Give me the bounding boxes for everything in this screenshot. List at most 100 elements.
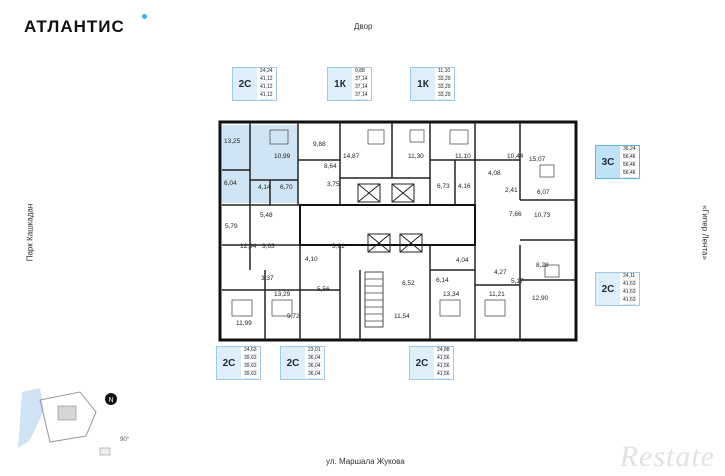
card-value: 41,12 <box>260 84 273 92</box>
card-value: 24,24 <box>260 68 273 76</box>
room-area: 9,72 <box>287 313 300 320</box>
room-area: 3,61 <box>332 243 345 250</box>
card-value: 41,63 <box>623 297 636 305</box>
room-area: 11,99 <box>236 320 252 327</box>
card-value: 41,12 <box>260 76 273 84</box>
apartment-type: 3С <box>596 146 620 178</box>
room-area: 12,94 <box>240 243 257 250</box>
card-value: 36,04 <box>308 363 321 371</box>
room-area: 5,48 <box>260 212 273 219</box>
card-value: 41,63 <box>623 289 636 297</box>
room-area: 15,07 <box>529 156 546 163</box>
room-area: 14,87 <box>343 153 360 160</box>
card-value: 36,04 <box>308 371 321 379</box>
room-area: 6,04 <box>224 180 237 187</box>
outer-walls <box>218 120 578 342</box>
staircase <box>364 271 384 328</box>
card-value: 41,56 <box>437 355 450 363</box>
compass-label: N <box>109 397 114 404</box>
card-value: 39,63 <box>244 363 257 371</box>
room-area: 5,56 <box>317 286 330 293</box>
room-area-labels: 13,25 10,99 6,04 4,14 6,70 9,88 8,64 14,… <box>224 138 551 327</box>
card-value: 24,88 <box>437 347 450 355</box>
scale-label: 90° <box>120 437 130 443</box>
card-value: 39,63 <box>244 355 257 363</box>
card-value: 11,10 <box>438 68 451 76</box>
apartment-type: 2С <box>233 68 257 100</box>
scale-box <box>99 447 111 456</box>
room-area: 4,04 <box>456 257 469 264</box>
card-value: 56,46 <box>623 162 636 170</box>
card-value: 37,14 <box>355 84 368 92</box>
card-value: 23,01 <box>308 347 321 355</box>
room-area: 4,08 <box>488 170 501 177</box>
card-value: 9,88 <box>355 68 368 76</box>
room-area: 3,75 <box>327 181 340 188</box>
card-value: 36,04 <box>308 355 321 363</box>
room-area: 8,64 <box>324 163 337 170</box>
furniture <box>231 129 560 317</box>
watermark: Restate <box>619 440 715 473</box>
partitions <box>222 122 576 340</box>
room-area: 11,10 <box>455 153 471 160</box>
room-area: 6,73 <box>437 183 450 190</box>
apartment-type: 1К <box>328 68 352 100</box>
card-value: 56,46 <box>623 154 636 162</box>
card-value: 33,29 <box>438 84 451 92</box>
room-area: 10,99 <box>274 153 291 160</box>
room-area: 3,63 <box>262 243 275 250</box>
card-value: 41,56 <box>437 371 450 379</box>
card-value: 36,24 <box>623 146 636 154</box>
room-area: 5,17 <box>511 278 524 285</box>
room-area: 7,66 <box>509 211 522 218</box>
room-area: 11,21 <box>489 291 505 298</box>
street-bottom-label: ул. Маршала Жукова <box>326 457 405 466</box>
room-area: 6,52 <box>402 280 415 287</box>
card-value: 41,63 <box>623 281 636 289</box>
card-value: 33,29 <box>438 76 451 84</box>
selected-apartment[interactable] <box>222 125 298 203</box>
compass-icon <box>105 393 117 405</box>
room-area: 8,28 <box>536 262 549 269</box>
room-area: 4,10 <box>305 256 318 263</box>
card-value: 39,63 <box>244 371 257 379</box>
apartment-type: 2С <box>217 347 241 379</box>
street-top-label: Двор <box>354 22 373 31</box>
card-value: 41,56 <box>437 363 450 371</box>
card-value: 37,14 <box>355 92 368 100</box>
room-area: 9,88 <box>313 141 326 148</box>
brand-dot-icon <box>142 14 147 19</box>
card-value: 24,63 <box>244 347 257 355</box>
room-area: 3,37 <box>261 275 274 282</box>
room-area: 6,07 <box>537 189 550 196</box>
room-area: 11,54 <box>394 313 410 320</box>
card-value: 33,29 <box>438 92 451 100</box>
room-area: 12,90 <box>532 295 549 302</box>
site-minimap: N 90° <box>18 388 130 456</box>
room-area: 6,14 <box>436 277 449 284</box>
room-area: 4,14 <box>258 184 271 191</box>
room-area: 5,79 <box>225 223 238 230</box>
apartment-type: 2С <box>596 273 620 305</box>
apartment-type: 1К <box>411 68 435 100</box>
apartment-type: 2С <box>410 347 434 379</box>
room-area: 13,29 <box>274 291 291 298</box>
room-area: 2,41 <box>505 187 518 194</box>
card-value: 24,11 <box>623 273 636 281</box>
room-area: 10,44 <box>507 153 524 160</box>
card-value: 37,14 <box>355 76 368 84</box>
card-value: 56,46 <box>623 170 636 178</box>
elevators <box>357 183 423 253</box>
corridor <box>299 204 476 246</box>
apartment-type: 2С <box>281 347 305 379</box>
room-area: 4,27 <box>494 269 507 276</box>
